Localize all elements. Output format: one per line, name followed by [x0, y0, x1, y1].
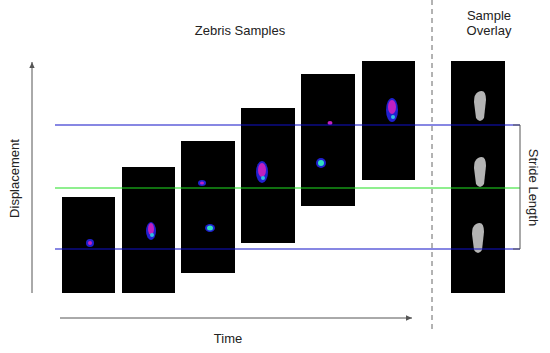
mid-stride-line: [55, 187, 520, 188]
pressure-prints: [86, 98, 398, 247]
divider-line: [432, 0, 433, 330]
section-heading: Zebris Samples: [195, 23, 285, 38]
stride-boundary-line: [55, 124, 520, 125]
dimension-label: Stride Length: [527, 148, 542, 225]
axis-label: Displacement: [7, 139, 22, 218]
stride-boundary-line: [55, 248, 520, 249]
displacement-axis: [32, 62, 33, 293]
sample-panels: [62, 61, 505, 293]
time-axis: [60, 318, 412, 319]
overlay-prints: [472, 91, 486, 253]
axis-label: Time: [214, 331, 242, 346]
stride-bracket: [513, 125, 520, 249]
section-heading: Sample Overlay: [451, 8, 527, 38]
